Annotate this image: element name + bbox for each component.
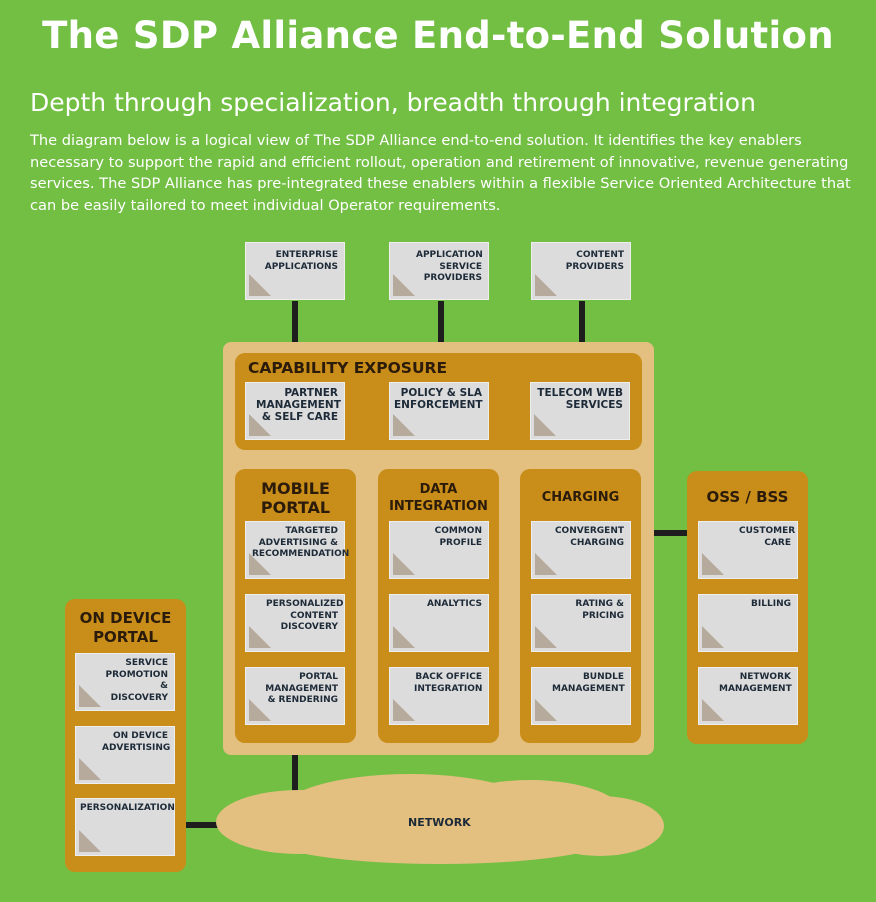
box-label: PORTAL MANAGEMENT & RENDERING bbox=[265, 672, 338, 705]
box-label: PERSONALIZED CONTENT DISCOVERY bbox=[266, 599, 344, 632]
box-label: BACK OFFICE INTEGRATION bbox=[414, 672, 483, 694]
convergent-charging-box: CONVERGENT CHARGING bbox=[531, 521, 631, 579]
policy-sla-box: POLICY & SLA ENFORCEMENT bbox=[389, 382, 489, 440]
intro-paragraph: The diagram below is a logical view of T… bbox=[30, 132, 851, 214]
box-label: TARGETED ADVERTISING & RECOMMENDATION bbox=[252, 526, 350, 559]
capability-exposure-group: CAPABILITY EXPOSURE PARTNER MANAGEMENT &… bbox=[235, 353, 642, 450]
connector-content bbox=[579, 301, 585, 343]
network-label: NETWORK bbox=[408, 816, 471, 829]
billing-box: BILLING bbox=[698, 594, 798, 652]
group-heading: CHARGING bbox=[541, 490, 620, 505]
group-heading: DATA INTEGRATION bbox=[389, 482, 488, 514]
box-label: COMMON PROFILE bbox=[434, 526, 482, 548]
box-label: BUNDLE MANAGEMENT bbox=[552, 672, 625, 694]
connector-network bbox=[292, 755, 298, 797]
box-label: PERSONALIZATION bbox=[80, 803, 175, 813]
data-integration-group: DATA INTEGRATION COMMON PROFILE ANALYTIC… bbox=[378, 469, 499, 743]
on-device-portal-group: ON DEVICE PORTAL SERVICE PROMOTION & DIS… bbox=[65, 599, 186, 872]
telecom-web-services-box: TELECOM WEB SERVICES bbox=[530, 382, 630, 440]
application-service-providers-box: APPLICATION SERVICE PROVIDERS bbox=[389, 242, 489, 300]
box-label: CONVERGENT CHARGING bbox=[554, 526, 624, 548]
bundle-management-box: BUNDLE MANAGEMENT bbox=[531, 667, 631, 725]
common-profile-box: COMMON PROFILE bbox=[389, 521, 489, 579]
box-label: SERVICE PROMOTION & DISCOVERY bbox=[105, 658, 168, 703]
service-promotion-box: SERVICE PROMOTION & DISCOVERY bbox=[75, 653, 175, 711]
analytics-box: ANALYTICS bbox=[389, 594, 489, 652]
network-management-box: NETWORK MANAGEMENT bbox=[698, 667, 798, 725]
group-heading: CAPABILITY EXPOSURE bbox=[248, 359, 448, 377]
group-heading: ON DEVICE PORTAL bbox=[79, 609, 172, 646]
box-label: CUSTOMER CARE bbox=[739, 526, 796, 548]
group-heading: MOBILE PORTAL bbox=[260, 479, 331, 517]
box-label: POLICY & SLA ENFORCEMENT bbox=[394, 387, 483, 411]
portal-management-box: PORTAL MANAGEMENT & RENDERING bbox=[245, 667, 345, 725]
group-heading: OSS / BSS bbox=[706, 488, 789, 506]
content-providers-box: CONTENT PROVIDERS bbox=[531, 242, 631, 300]
mobile-portal-group: MOBILE PORTAL TARGETED ADVERTISING & REC… bbox=[235, 469, 356, 743]
customer-care-box: CUSTOMER CARE bbox=[698, 521, 798, 579]
oss-bss-group: OSS / BSS CUSTOMER CARE BILLING NETWORK … bbox=[687, 471, 808, 744]
partner-management-box: PARTNER MANAGEMENT & SELF CARE bbox=[245, 382, 345, 440]
personalization-box: PERSONALIZATION bbox=[75, 798, 175, 856]
connector-oss-bss bbox=[653, 530, 687, 536]
box-label: CONTENT PROVIDERS bbox=[565, 250, 624, 272]
box-label: PARTNER MANAGEMENT & SELF CARE bbox=[256, 387, 341, 423]
page-title: The SDP Alliance End-to-End Solution bbox=[42, 14, 834, 57]
targeted-advertising-box: TARGETED ADVERTISING & RECOMMENDATION bbox=[245, 521, 350, 579]
on-device-advertising-box: ON DEVICE ADVERTISING bbox=[75, 726, 175, 784]
connector-asp bbox=[438, 301, 444, 343]
box-label: RATING & PRICING bbox=[575, 599, 624, 621]
box-label: ANALYTICS bbox=[426, 599, 482, 609]
rating-pricing-box: RATING & PRICING bbox=[531, 594, 631, 652]
box-label: NETWORK MANAGEMENT bbox=[719, 672, 792, 694]
page-subtitle: Depth through specialization, breadth th… bbox=[30, 88, 756, 117]
personalized-content-box: PERSONALIZED CONTENT DISCOVERY bbox=[245, 594, 345, 652]
box-label: ENTERPRISE APPLICATIONS bbox=[264, 250, 338, 272]
enterprise-applications-box: ENTERPRISE APPLICATIONS bbox=[245, 242, 345, 300]
connector-enterprise bbox=[292, 301, 298, 343]
box-label: TELECOM WEB SERVICES bbox=[537, 387, 623, 411]
charging-group: CHARGING CONVERGENT CHARGING RATING & PR… bbox=[520, 469, 641, 743]
connector-on-device bbox=[186, 822, 218, 828]
box-label: ON DEVICE ADVERTISING bbox=[102, 731, 171, 753]
box-label: BILLING bbox=[751, 599, 791, 609]
back-office-integration-box: BACK OFFICE INTEGRATION bbox=[389, 667, 489, 725]
box-label: APPLICATION SERVICE PROVIDERS bbox=[416, 250, 483, 283]
